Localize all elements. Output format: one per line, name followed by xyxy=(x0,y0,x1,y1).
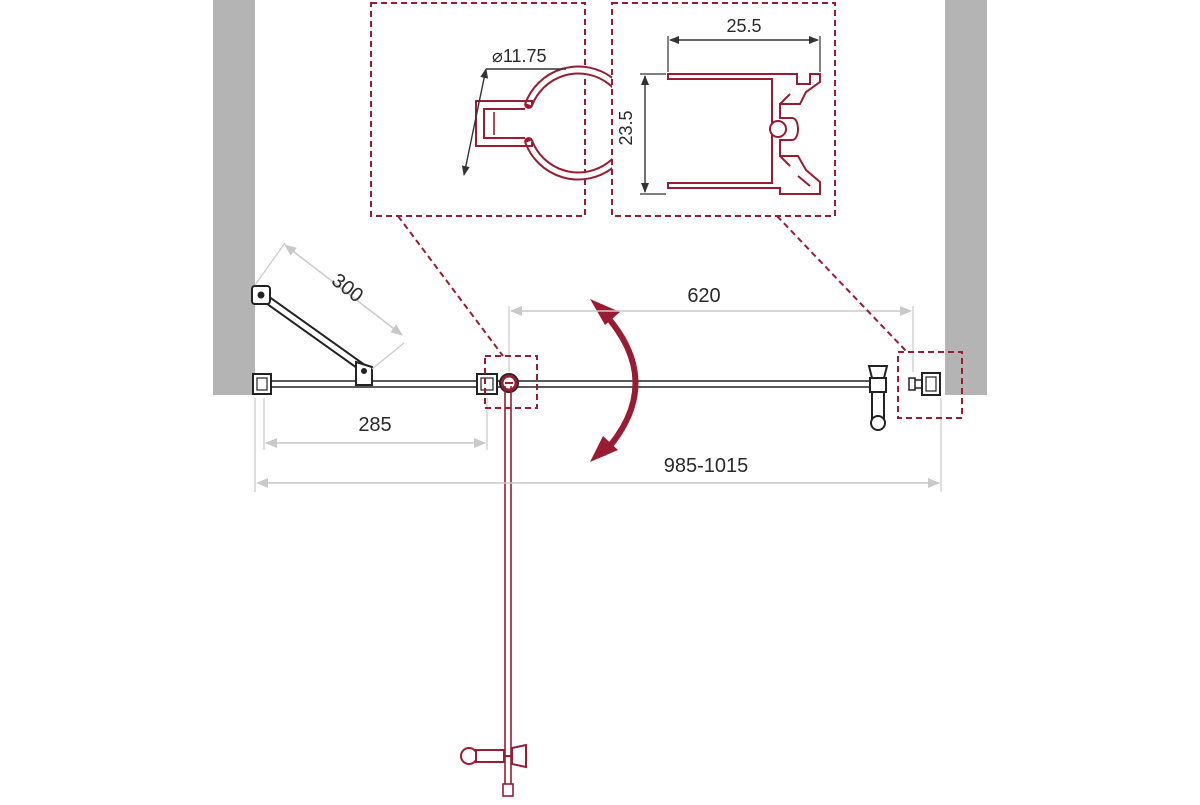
door-handle-closed xyxy=(867,365,889,431)
fixed-panel-label: 285 xyxy=(358,414,391,436)
open-door xyxy=(500,374,518,797)
detail-wall-profile: 25.5 23.5 xyxy=(611,2,836,217)
total-width-label: 985-1015 xyxy=(664,455,749,477)
right-wall xyxy=(945,0,987,395)
callout-hinge-area xyxy=(484,355,538,409)
hinge-diameter-label: ⌀11.75 xyxy=(492,46,547,66)
right-wall-fitting xyxy=(908,372,941,396)
left-wall xyxy=(213,0,255,395)
dimension-door-width: 620 xyxy=(508,285,914,372)
profile-width-label: 25.5 xyxy=(726,16,761,36)
door-handle-open xyxy=(460,743,527,769)
callout-profile-area xyxy=(897,351,963,419)
detail-hinge-profile: ⌀11.75 xyxy=(370,2,636,217)
stay-bar-length-label: 300 xyxy=(327,269,367,307)
dimension-total-width: 985-1015 xyxy=(254,398,942,492)
leader-profile xyxy=(776,215,908,353)
leader-hinge xyxy=(397,215,504,357)
profile-height-label: 23.5 xyxy=(616,110,636,145)
dimension-fixed-panel: 285 xyxy=(263,398,488,450)
door-width-label: 620 xyxy=(687,285,720,307)
glass-line xyxy=(272,380,885,388)
left-wall-bracket xyxy=(252,373,272,395)
